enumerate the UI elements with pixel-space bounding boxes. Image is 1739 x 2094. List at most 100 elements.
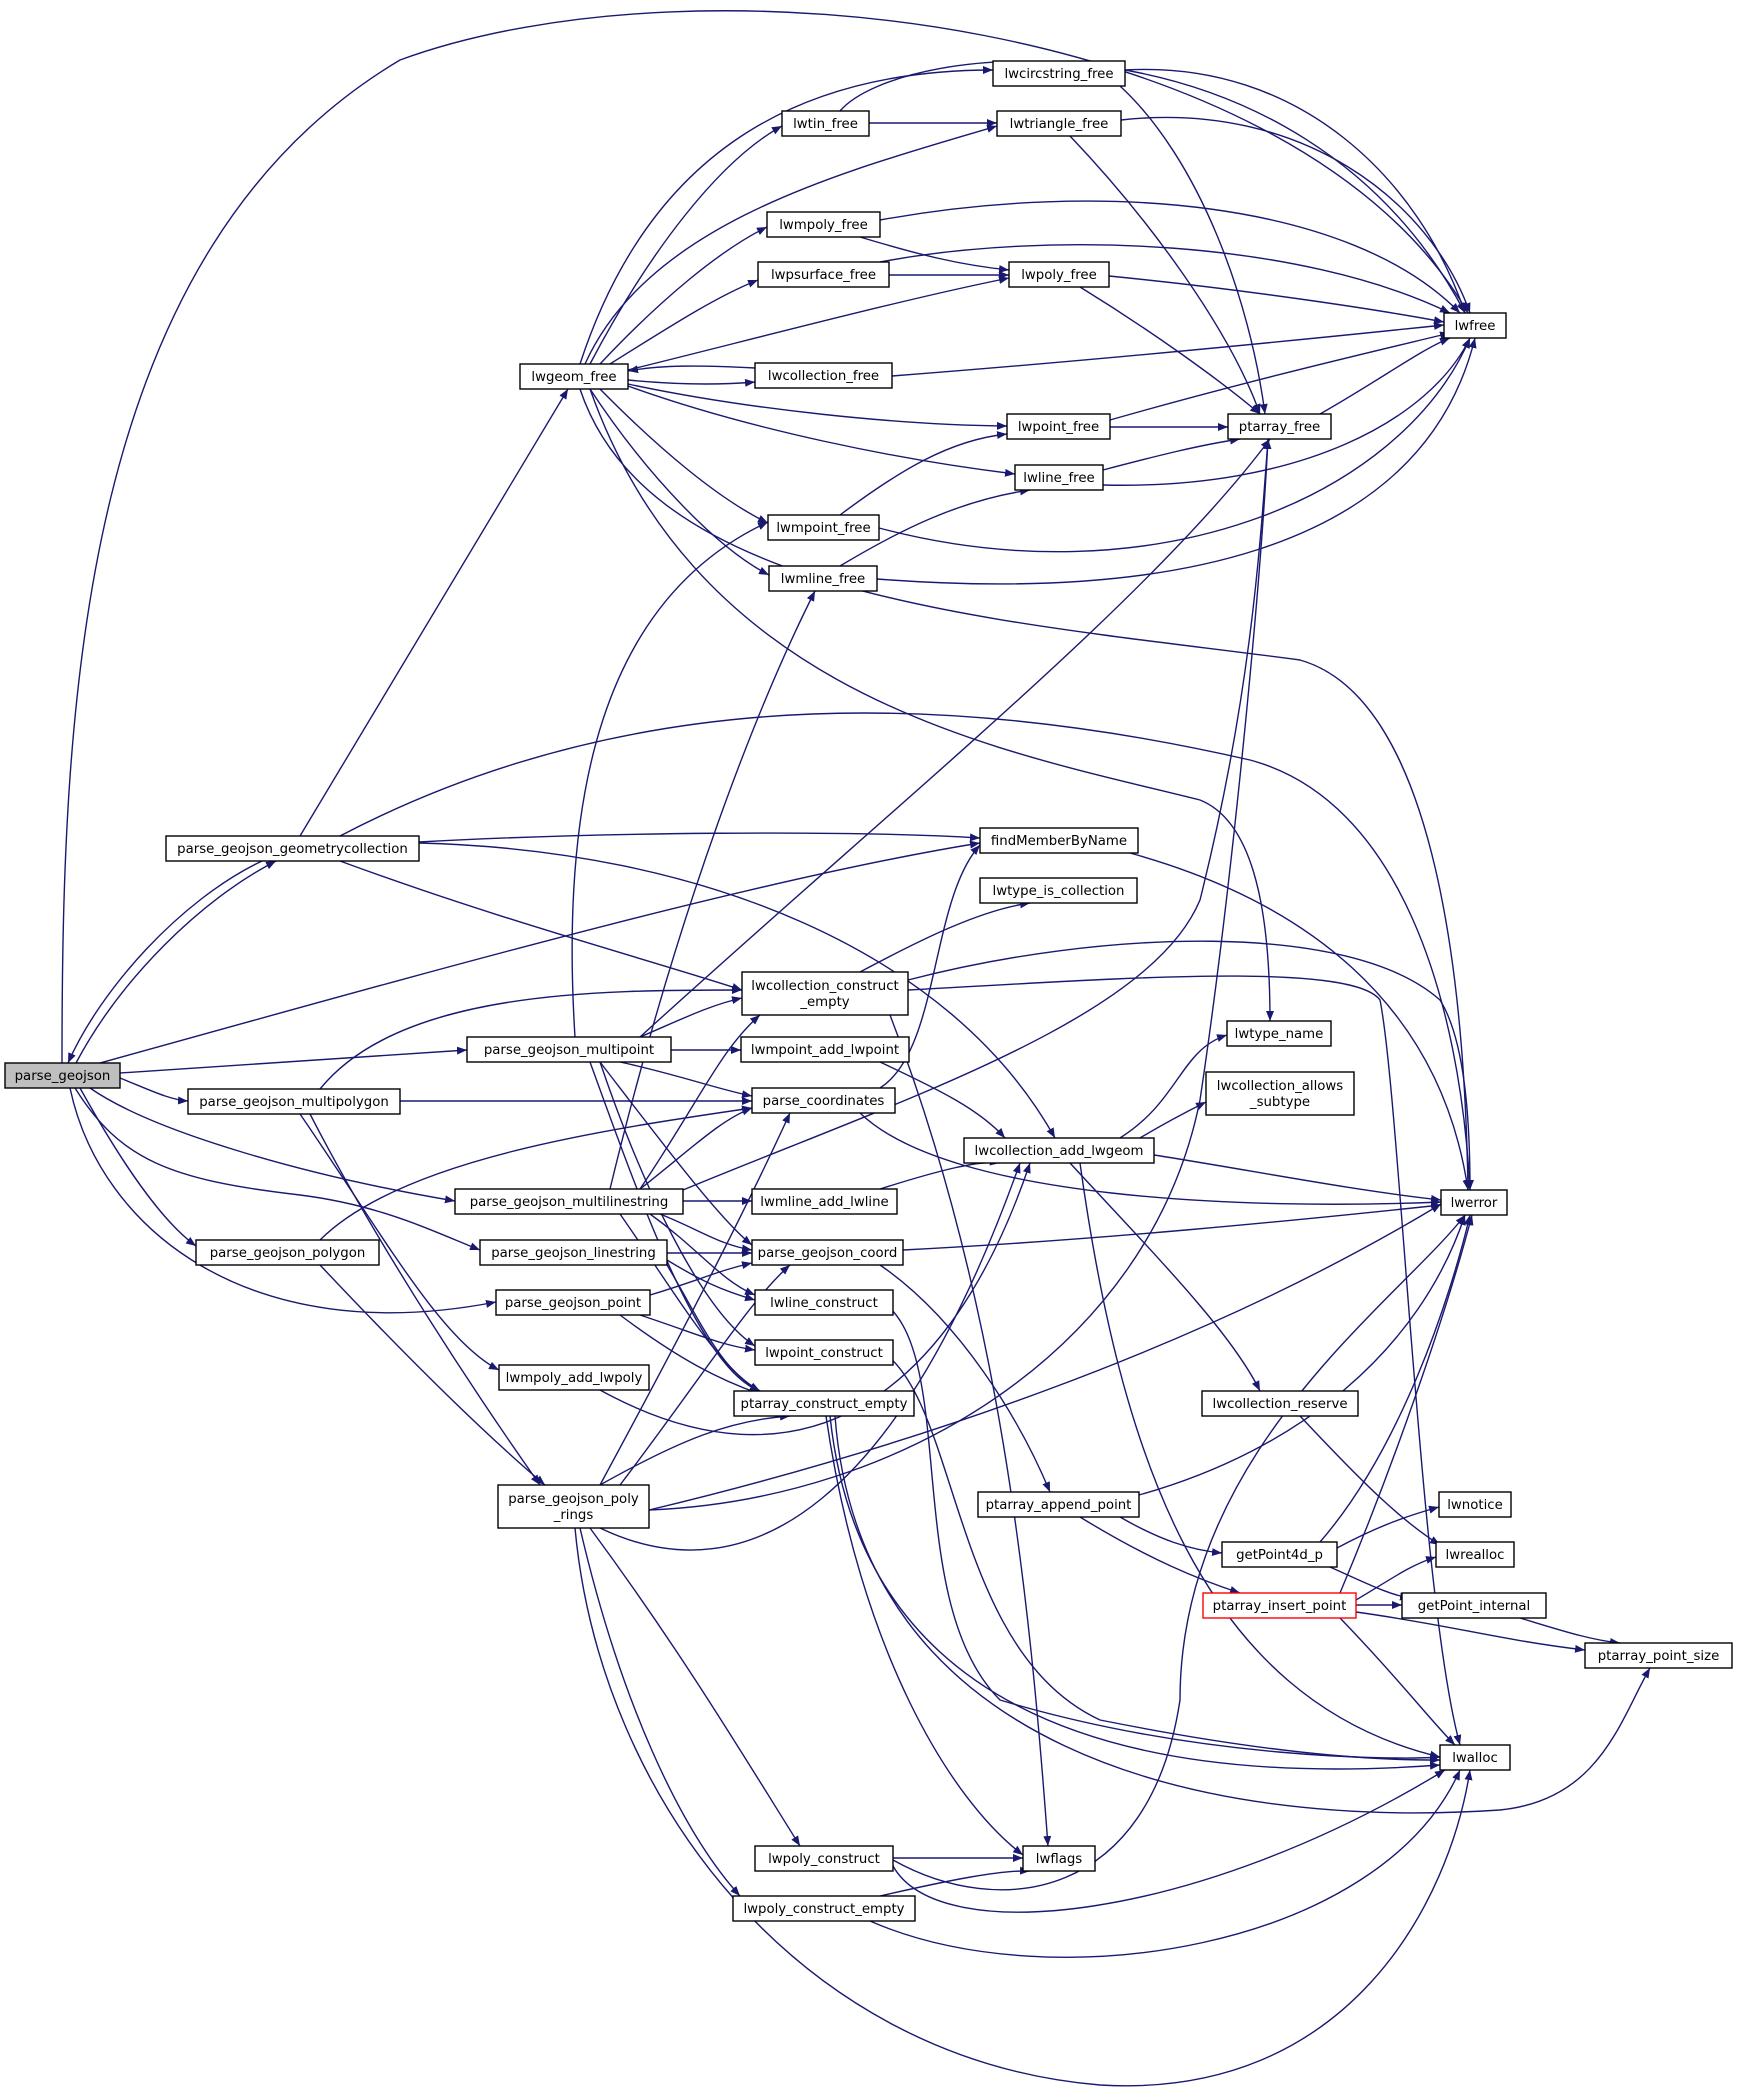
node-lwnotice[interactable]: lwnotice: [1438, 1491, 1512, 1518]
node-lwtype-is-collection[interactable]: lwtype_is_collection: [979, 877, 1138, 904]
edge-parse_geojson_poly_rings-to-ptarray_construct_empty: [599, 1412, 791, 1486]
node-lwerror[interactable]: lwerror: [1440, 1189, 1508, 1216]
edge-lwgeom_free-to-lwline_free: [627, 385, 1016, 477]
node-label: lwflags: [1036, 1852, 1083, 1867]
node-ptarray-free[interactable]: ptarray_free: [1227, 413, 1332, 440]
node-label: parse_geojson_linestring: [491, 1246, 656, 1261]
node-lwcircstring-free[interactable]: lwcircstring_free: [992, 60, 1126, 87]
node-label: parse_coordinates: [763, 1094, 885, 1109]
node-label: parse_geojson: [15, 1069, 111, 1084]
edge-lwgeom_free-to-lwcollection_free: [627, 378, 756, 387]
node-parse-geojson-geometrycollection[interactable]: parse_geojson_geometrycollection: [165, 835, 420, 862]
node-parse-geojson-polygon[interactable]: parse_geojson_polygon: [195, 1239, 380, 1266]
edge-parse_geojson_multilinestring-to-lwline_construct: [649, 1213, 756, 1296]
edge-lwmpoly_free-to-lwfree: [879, 200, 1461, 314]
edge-lwpoly_free-to-lwfree: [1108, 275, 1445, 325]
node-parse-geojson-point[interactable]: parse_geojson_point: [495, 1289, 651, 1316]
edge-parse_geojson_geometrycollection-to-lwcollection_add_lwgeom: [418, 842, 1056, 1139]
node-lwcollection-add-lwgeom[interactable]: lwcollection_add_lwgeom: [963, 1137, 1155, 1164]
node-parse-geojson-poly-rings[interactable]: parse_geojson_poly_rings: [497, 1484, 650, 1529]
node-parse-geojson-linestring[interactable]: parse_geojson_linestring: [479, 1239, 668, 1266]
node-lwflags[interactable]: lwflags: [1022, 1845, 1096, 1872]
node-parse-geojson-coord[interactable]: parse_geojson_coord: [751, 1239, 904, 1266]
node-label: lwcircstring_free: [1004, 67, 1113, 82]
node-label: _rings: [553, 1508, 594, 1523]
node-ptarray-point-size[interactable]: ptarray_point_size: [1584, 1642, 1733, 1669]
edge-lwpoly_construct-to-lwalloc: [892, 1769, 1446, 1913]
node-lwalloc[interactable]: lwalloc: [1439, 1744, 1511, 1771]
node-lwpoly-construct[interactable]: lwpoly_construct: [754, 1845, 894, 1872]
edge-parse_geojson_poly_rings-to-parse_coordinates: [599, 1112, 791, 1486]
edge-parse_geojson-to-findMemberByName: [99, 840, 981, 1064]
node-lwtype-name[interactable]: lwtype_name: [1226, 1020, 1332, 1047]
node-lwmline-free[interactable]: lwmline_free: [768, 565, 878, 592]
node-lwtriangle-free[interactable]: lwtriangle_free: [996, 110, 1122, 137]
edge-parse_geojson_polygon-to-parse_coordinates: [319, 1105, 753, 1241]
node-lwpsurface-free[interactable]: lwpsurface_free: [757, 261, 890, 288]
node-lwline-free[interactable]: lwline_free: [1014, 464, 1104, 491]
node-label: lwcollection_construct: [751, 979, 898, 994]
edge-lwline_free-to-ptarray_free: [1102, 436, 1241, 471]
node-lwcollection-reserve[interactable]: lwcollection_reserve: [1201, 1390, 1359, 1417]
node-ptarray-construct-empty[interactable]: ptarray_construct_empty: [733, 1390, 915, 1417]
node-lwmline-add-lwline[interactable]: lwmline_add_lwline: [751, 1188, 898, 1215]
edge-lwcircstring_free-to-lwfree: [1124, 68, 1466, 314]
edge-parse_geojson_geometrycollection-to-lwerror: [339, 712, 1474, 1191]
node-parse-geojson[interactable]: parse_geojson: [4, 1062, 121, 1089]
edge-parse_geojson_multipoint-to-lwmpoint_free: [571, 521, 769, 1038]
node-lwmpoly-free[interactable]: lwmpoly_free: [766, 211, 881, 238]
node-parse-geojson-multipolygon[interactable]: parse_geojson_multipolygon: [187, 1088, 401, 1115]
edge-lwcircstring_free-to-ptarray_free: [1119, 85, 1268, 415]
node-lwpoint-construct[interactable]: lwpoint_construct: [754, 1339, 894, 1366]
edge-ptarray_construct_empty-to-lwalloc: [829, 1415, 1441, 1770]
node-label: lwerror: [1451, 1196, 1498, 1211]
node-label: lwline_free: [1023, 471, 1094, 486]
edge-lwcollection_add_lwgeom-to-lwcollection_reserve: [1069, 1162, 1261, 1392]
edge-parse_geojson_linestring-to-ptarray_construct_empty: [666, 1264, 761, 1392]
edge-lwgeom_free-to-lwmline_free: [589, 388, 770, 576]
edge-parse_geojson_multilinestring-to-lwcollection_construct_empty: [639, 1014, 761, 1190]
node-parse-geojson-multilinestring[interactable]: parse_geojson_multilinestring: [454, 1188, 684, 1215]
node-lwpoint-free[interactable]: lwpoint_free: [1006, 413, 1111, 440]
edge-ptarray_append_point-to-ptarray_insert_point: [1079, 1516, 1241, 1594]
edge-parse_geojson_polygon-to-parse_geojson_poly_rings: [319, 1264, 546, 1486]
node-parse-geojson-multipoint[interactable]: parse_geojson_multipoint: [466, 1036, 672, 1063]
node-label: lwline_construct: [770, 1296, 878, 1311]
edge-getPoint4d_p-to-lwerror: [1319, 1214, 1472, 1543]
edge-parse_geojson_geometrycollection-to-lwgeom_free: [299, 388, 569, 837]
node-lwmpoly-add-lwpoly[interactable]: lwmpoly_add_lwpoly: [498, 1364, 650, 1391]
node-parse-coordinates[interactable]: parse_coordinates: [751, 1087, 896, 1114]
node-lwpoly-construct-empty[interactable]: lwpoly_construct_empty: [732, 1895, 916, 1922]
node-findMemberByName[interactable]: findMemberByName: [979, 827, 1139, 854]
node-lwcollection-allows-subtype[interactable]: lwcollection_allows_subtype: [1205, 1071, 1355, 1116]
node-lwmpoint-free[interactable]: lwmpoint_free: [767, 514, 880, 541]
node-label: ptarray_free: [1239, 420, 1320, 435]
node-lwgeom-free[interactable]: lwgeom_free: [519, 363, 629, 390]
node-lwtin-free[interactable]: lwtin_free: [781, 110, 870, 137]
node-getPoint-internal[interactable]: getPoint_internal: [1401, 1592, 1547, 1619]
node-lwfree[interactable]: lwfree: [1443, 312, 1507, 339]
node-ptarray-append-point[interactable]: ptarray_append_point: [977, 1491, 1140, 1518]
node-lwrealloc[interactable]: lwrealloc: [1435, 1541, 1515, 1568]
edge-parse_geojson-to-parse_geojson_multipoint: [119, 1046, 468, 1074]
edge-parse_geojson_geometrycollection-to-parse_geojson: [67, 860, 263, 1064]
edge-ptarray_append_point-to-getPoint4d_p: [1119, 1516, 1223, 1557]
node-lwcollection-free[interactable]: lwcollection_free: [754, 362, 893, 389]
node-lwmpoint-add-lwpoint[interactable]: lwmpoint_add_lwpoint: [740, 1036, 910, 1063]
node-label: lwtin_free: [793, 117, 858, 132]
node-lwpoly-free[interactable]: lwpoly_free: [1008, 261, 1110, 288]
edge-ptarray_insert_point-to-lwerror: [1339, 1214, 1474, 1594]
edge-parse_coordinates-to-lwerror: [859, 1112, 1442, 1207]
node-lwcollection-construct-empty[interactable]: lwcollection_construct_empty: [741, 971, 909, 1016]
edge-lwgeom_free-to-lwpoint_free: [627, 383, 1008, 430]
edge-parse_geojson_point-to-parse_geojson_coord: [649, 1261, 753, 1296]
edge-parse_geojson-to-parse_geojson_polygon: [79, 1087, 197, 1247]
node-getPoint4d-p[interactable]: getPoint4d_p: [1221, 1541, 1338, 1568]
node-lwline-construct[interactable]: lwline_construct: [754, 1289, 894, 1316]
edge-lwcollection_add_lwgeom-to-lwerror: [1153, 1154, 1442, 1203]
edge-lwgeom_free-to-lwtype_name: [589, 388, 1274, 1022]
edge-lwmpoint_free-to-lwpoint_free: [839, 431, 1008, 516]
node-label: lwmline_add_lwline: [760, 1195, 888, 1210]
node-ptarray-insert-point[interactable]: ptarray_insert_point: [1202, 1592, 1357, 1619]
